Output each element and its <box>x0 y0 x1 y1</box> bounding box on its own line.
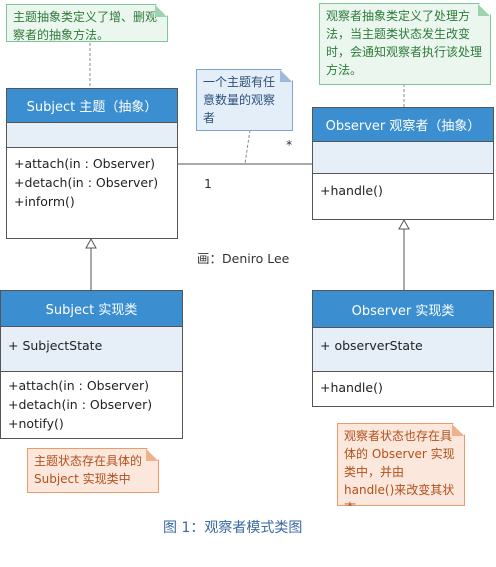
observer-multiplicity: * <box>286 137 293 152</box>
observer-concrete-note: 观察者状态也存在具体的 Observer 实现类中，并由 handle()来改变… <box>337 423 465 506</box>
subject-concrete-note: 主题状态存在具体的Subject 实现类中 <box>27 448 159 493</box>
method: +notify() <box>8 416 64 431</box>
association-note-connector <box>244 129 251 165</box>
method: +handle() <box>320 183 383 198</box>
subject-abstract-note: 主题抽象类定义了增、删观察者的抽象方法。 <box>6 4 168 42</box>
method: +attach(in : Observer) <box>14 156 156 171</box>
method: +handle() <box>320 380 383 395</box>
author-credit: 画：Deniro Lee <box>197 251 290 266</box>
figure-caption: 图 1：观察者模式类图 <box>163 520 303 536</box>
observer-concrete-class[interactable]: Observer 实现类 + observerState +handle() <box>312 290 494 407</box>
method-compartment: +handle() <box>313 372 493 397</box>
method-compartment: +attach(in : Observer) +detach(in : Obse… <box>1 372 182 433</box>
attribute: + SubjectState <box>8 338 103 353</box>
class-name: Subject 主题（抽象） <box>7 89 177 123</box>
subject-concrete-class[interactable]: Subject 实现类 + SubjectState +attach(in : … <box>0 290 183 439</box>
method: +attach(in : Observer) <box>8 378 150 393</box>
attribute: + observerState <box>320 338 423 353</box>
attribute-compartment: + SubjectState <box>1 327 182 372</box>
method: +inform() <box>14 194 75 209</box>
subject-inheritance-arrow <box>85 237 97 249</box>
attribute-compartment <box>7 123 177 148</box>
subject-abstract-class[interactable]: Subject 主题（抽象） +attach(in : Observer) +d… <box>6 88 178 239</box>
attribute-compartment <box>313 142 493 174</box>
class-name: Observer 观察者（抽象） <box>313 108 493 142</box>
class-name: Observer 实现类 <box>313 291 493 328</box>
subject-multiplicity: 1 <box>204 176 212 191</box>
method: +detach(in : Observer) <box>14 175 159 190</box>
observer-abstract-note: 观察者抽象类定义了处理方法，当主题类状态发生改变时，会通知观察者执行该处理方法。 <box>319 3 491 85</box>
method-compartment: +handle() <box>313 174 493 200</box>
observer-abstract-class[interactable]: Observer 观察者（抽象） +handle() <box>312 107 494 220</box>
association-note: 一个主题有任意数量的观察者 <box>196 69 293 131</box>
method-compartment: +attach(in : Observer) +detach(in : Obse… <box>7 148 177 211</box>
attribute-compartment: + observerState <box>313 328 493 372</box>
method: +detach(in : Observer) <box>8 397 153 412</box>
class-name: Subject 实现类 <box>1 291 182 327</box>
observer-inheritance-arrow <box>398 218 410 230</box>
